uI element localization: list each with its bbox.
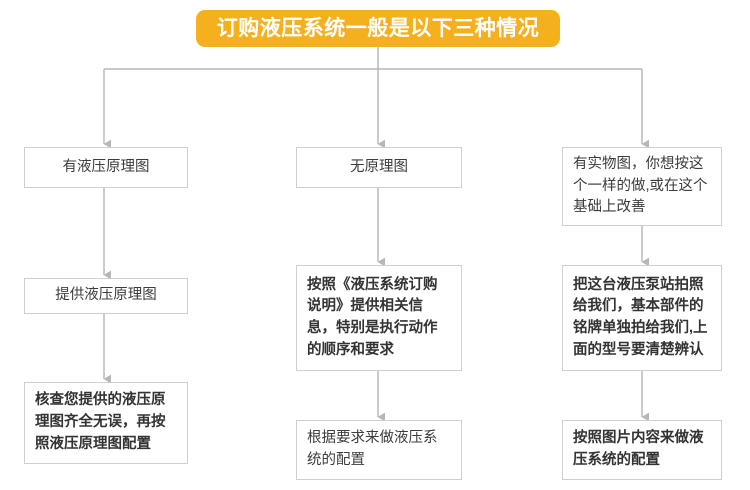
node-b2[interactable]: 按照《液压系统订购说明》提供相关信息，特别是执行动作的顺序和要求 — [296, 265, 462, 371]
node-c3-label: 按照图片内容来做液压系统的配置 — [573, 430, 704, 468]
node-a1-label: 有液压原理图 — [62, 158, 150, 175]
node-b3-label: 根据要求来做液压系统的配置 — [307, 430, 438, 468]
flowchart-title-pill: 订购液压系统一般是以下三种情况 — [196, 10, 560, 47]
node-c1-label: 有实物图，你想按这个一样的做,或在这个基础上改善 — [573, 155, 708, 216]
node-b1[interactable]: 无原理图 — [296, 147, 462, 188]
node-c2-label: 把这台液压泵站拍照给我们，基本部件的铭牌单独拍给我们,上面的型号要清楚辨认 — [573, 276, 708, 358]
node-c2[interactable]: 把这台液压泵站拍照给我们，基本部件的铭牌单独拍给我们,上面的型号要清楚辨认 — [562, 265, 722, 371]
node-a2[interactable]: 提供液压原理图 — [24, 278, 188, 314]
node-c1[interactable]: 有实物图，你想按这个一样的做,或在这个基础上改善 — [562, 147, 722, 226]
node-c3[interactable]: 按照图片内容来做液压系统的配置 — [562, 420, 722, 480]
node-b2-label: 按照《液压系统订购说明》提供相关信息，特别是执行动作的顺序和要求 — [307, 276, 438, 358]
node-a2-label: 提供液压原理图 — [55, 287, 157, 304]
node-b3[interactable]: 根据要求来做液压系统的配置 — [296, 420, 462, 480]
node-b1-label: 无原理图 — [350, 158, 408, 175]
node-a3-label: 核查您提供的液压原理图齐全无误，再按照液压原理图配置 — [35, 392, 166, 452]
node-a3[interactable]: 核查您提供的液压原理图齐全无误，再按照液压原理图配置 — [24, 382, 188, 464]
flowchart-title-text: 订购液压系统一般是以下三种情况 — [216, 17, 540, 40]
node-a1[interactable]: 有液压原理图 — [24, 147, 188, 188]
